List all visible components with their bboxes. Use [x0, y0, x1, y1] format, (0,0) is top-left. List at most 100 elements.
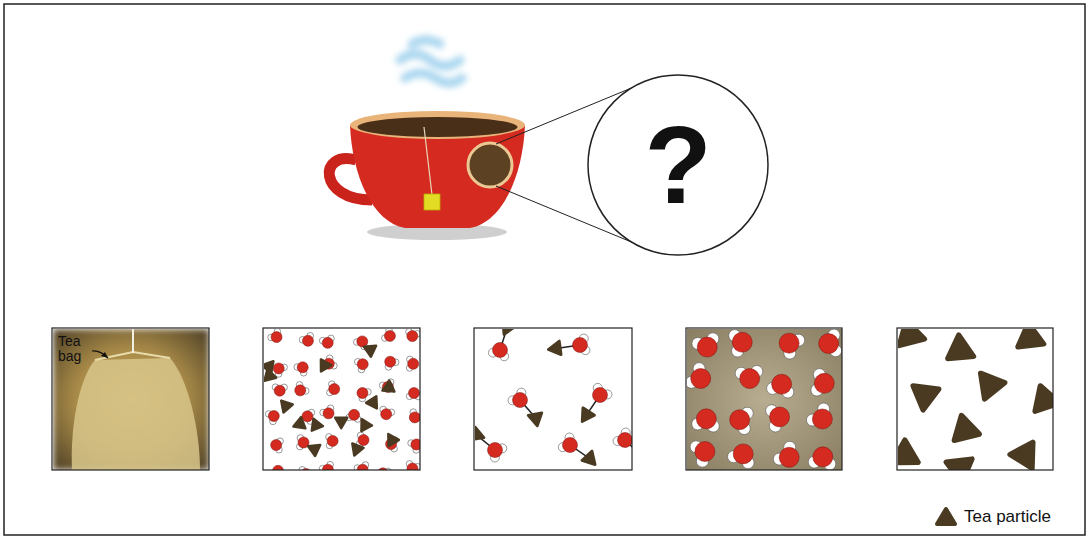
water-molecule — [735, 365, 763, 388]
water-molecule — [273, 363, 287, 377]
tea-particle — [475, 427, 484, 440]
tea-particle — [913, 386, 939, 410]
water-molecule — [297, 435, 309, 450]
panel-frame — [474, 328, 632, 470]
water-molecule — [354, 358, 368, 372]
water-molecule — [692, 333, 719, 357]
water-molecule — [320, 405, 334, 419]
tea-particle — [321, 359, 332, 371]
water-molecule — [319, 335, 334, 348]
tea-particle — [948, 335, 974, 359]
water-molecule — [354, 462, 369, 470]
solution-picture — [687, 329, 842, 470]
tea-particle — [1035, 386, 1053, 411]
tea-particle — [954, 415, 979, 440]
water-molecule — [406, 387, 420, 399]
tea-particle — [382, 381, 394, 392]
tea-particle — [528, 413, 542, 426]
water-molecule — [409, 409, 420, 423]
tea-particle — [898, 440, 918, 463]
bonded-picture — [475, 329, 632, 465]
tea-bag-picture — [53, 329, 209, 470]
water-molecule — [406, 329, 420, 342]
water-molecule — [488, 343, 508, 361]
water-molecule — [326, 434, 339, 449]
water-molecule — [819, 329, 842, 357]
water-molecule — [730, 407, 754, 434]
water-molecule — [766, 405, 790, 432]
particles-picture — [898, 329, 1053, 470]
water-molecule — [573, 334, 590, 355]
legend-triangle — [934, 506, 958, 528]
tea-particle — [308, 445, 320, 456]
tea-particle — [582, 408, 594, 422]
water-molecule — [385, 356, 399, 370]
tea-particle — [503, 329, 516, 334]
water-molecule — [808, 447, 836, 470]
tea-particle — [361, 419, 372, 431]
tea-particle — [312, 419, 323, 431]
panel-frame — [263, 328, 420, 470]
water-molecule — [268, 329, 282, 343]
water-molecule — [690, 441, 715, 467]
tea-particle — [1018, 329, 1044, 347]
water-molecule — [295, 382, 309, 396]
tea-particle — [1010, 442, 1033, 468]
water-molecule — [265, 411, 279, 425]
tea-particle — [899, 329, 924, 346]
tea-particle — [352, 444, 363, 456]
tea-particle — [548, 341, 561, 355]
mixture-picture — [264, 329, 420, 470]
water-molecule — [382, 329, 396, 341]
water-molecule — [271, 438, 284, 453]
tea-particle — [981, 373, 1005, 399]
legend: Tea particle — [934, 506, 1051, 528]
water-molecule — [406, 461, 420, 470]
tea-particle — [946, 459, 972, 470]
zoom-question-text: ? — [644, 110, 711, 220]
water-molecule — [729, 330, 753, 357]
water-molecule — [593, 383, 612, 402]
water-molecule — [488, 443, 507, 462]
tea-particle — [264, 361, 273, 373]
water-molecule — [299, 332, 313, 346]
water-molecule — [767, 374, 794, 398]
water-molecule — [346, 409, 361, 422]
tea-bag-label: Tea bag — [58, 334, 88, 363]
panel-frame — [52, 328, 209, 470]
tea-bag-label-text: Tea bag — [58, 334, 88, 363]
water-molecule — [558, 433, 577, 452]
water-molecule — [294, 362, 308, 376]
tea-particle — [293, 417, 305, 428]
water-molecule — [613, 428, 632, 447]
water-molecule — [811, 369, 834, 396]
water-molecule — [272, 384, 287, 396]
tea-cup — [329, 111, 525, 240]
water-molecule — [319, 461, 333, 470]
panel-frame — [897, 328, 1053, 470]
tea-particle — [335, 418, 347, 429]
water-molecule — [687, 363, 711, 389]
tea-particle — [366, 396, 377, 408]
water-molecule — [270, 465, 285, 470]
water-molecule — [379, 379, 394, 393]
zoom-question: ? — [644, 110, 711, 220]
tea-particle — [388, 434, 399, 446]
water-molecule — [779, 333, 805, 359]
water-molecule — [327, 381, 340, 396]
water-molecule — [806, 403, 832, 429]
water-molecule — [406, 356, 418, 371]
water-molecule — [692, 409, 720, 432]
legend-text: Tea particle — [964, 507, 1051, 527]
steam — [400, 40, 462, 83]
water-molecule — [508, 388, 527, 407]
panel-frame — [686, 328, 842, 470]
tea-particle — [364, 346, 376, 357]
water-molecule — [380, 406, 395, 419]
zoom-circle — [588, 75, 768, 255]
outer-frame — [4, 4, 1085, 535]
water-molecule — [728, 444, 754, 469]
water-molecule — [773, 441, 799, 467]
